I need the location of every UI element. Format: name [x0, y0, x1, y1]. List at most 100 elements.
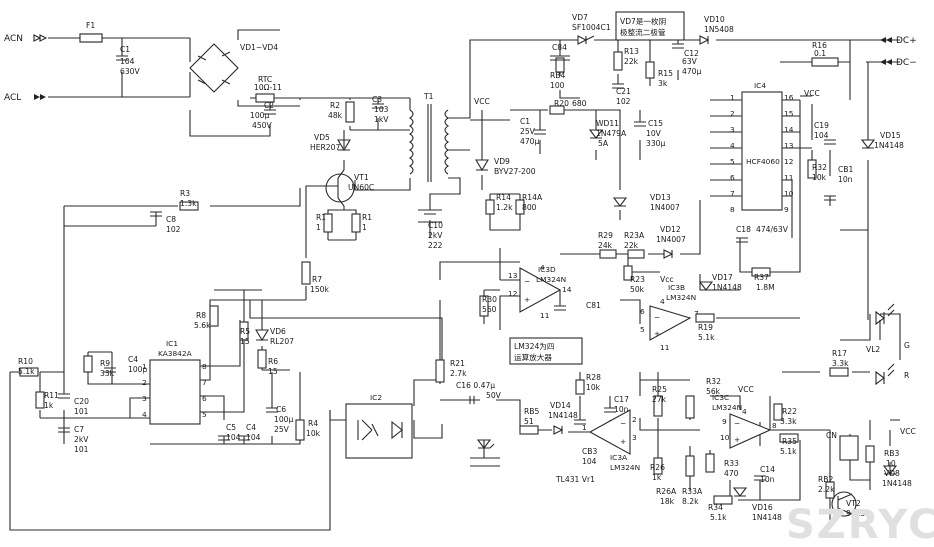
- svg-text:3.3k: 3.3k: [780, 417, 797, 426]
- svg-text:−: −: [620, 419, 626, 428]
- svg-text:24k: 24k: [598, 241, 613, 250]
- svg-text:R28: R28: [586, 373, 601, 382]
- svg-text:50k: 50k: [630, 285, 645, 294]
- svg-text:VD5: VD5: [314, 133, 330, 142]
- svg-text:IC3B: IC3B: [668, 283, 685, 292]
- svg-text:10k: 10k: [812, 173, 827, 182]
- svg-text:10: 10: [784, 189, 794, 198]
- svg-text:R20: R20: [554, 99, 569, 108]
- svg-text:−: −: [524, 277, 530, 286]
- svg-text:33k: 33k: [100, 369, 115, 378]
- svg-text:10k: 10k: [306, 429, 321, 438]
- svg-text:R37: R37: [754, 273, 769, 282]
- svg-text:10V: 10V: [646, 129, 662, 138]
- svg-text:C1: C1: [120, 45, 130, 54]
- svg-text:63V: 63V: [682, 57, 698, 66]
- svg-text:2: 2: [632, 415, 637, 424]
- svg-text:C81: C81: [586, 301, 601, 310]
- svg-text:VD14: VD14: [550, 401, 571, 410]
- svg-text:R7: R7: [312, 275, 322, 284]
- svg-text:0.1: 0.1: [814, 49, 826, 58]
- svg-text:2: 2: [142, 378, 147, 387]
- svg-text:BYV27-200: BYV27-200: [494, 167, 536, 176]
- svg-text:103: 103: [374, 105, 389, 114]
- svg-text:25V: 25V: [520, 127, 536, 136]
- svg-text:1N4007: 1N4007: [656, 235, 686, 244]
- svg-text:C12: C12: [684, 49, 699, 58]
- svg-text:C10: C10: [428, 221, 443, 230]
- svg-text:680: 680: [572, 99, 587, 108]
- svg-text:1N4148: 1N4148: [712, 283, 742, 292]
- svg-text:10Ω-11: 10Ω-11: [254, 83, 282, 92]
- svg-text:1k: 1k: [652, 473, 662, 482]
- svg-text:10k: 10k: [586, 383, 601, 392]
- svg-text:470μ: 470μ: [682, 67, 701, 76]
- svg-text:474/63V: 474/63V: [756, 225, 789, 234]
- svg-text:25V: 25V: [274, 425, 290, 434]
- svg-text:R4: R4: [308, 419, 318, 428]
- svg-text:18k: 18k: [660, 497, 675, 506]
- svg-text:KA3842A: KA3842A: [158, 349, 192, 358]
- svg-text:3.3k: 3.3k: [832, 359, 849, 368]
- ic1-ka3842a: IC1 KA3842A 8 7 6 5 1 2 3 4: [142, 339, 207, 425]
- svg-text:RB2: RB2: [818, 475, 833, 484]
- svg-text:VD15: VD15: [880, 131, 901, 140]
- svg-text:VCC: VCC: [738, 385, 754, 394]
- svg-text:6: 6: [730, 173, 735, 182]
- svg-text:7: 7: [730, 189, 735, 198]
- svg-text:R10: R10: [18, 357, 33, 366]
- svg-text:IC3C: IC3C: [712, 393, 729, 402]
- svg-text:1N4148: 1N4148: [874, 141, 904, 150]
- svg-text:R1: R1: [316, 213, 326, 222]
- svg-text:R8: R8: [196, 311, 206, 320]
- svg-text:HCF4060: HCF4060: [746, 157, 780, 166]
- terminal-acn: ACN: [4, 34, 48, 44]
- svg-text:R22: R22: [782, 407, 797, 416]
- terminal-acn-label: ACN: [4, 34, 23, 44]
- svg-text:C20: C20: [74, 397, 89, 406]
- svg-text:C7: C7: [74, 425, 84, 434]
- svg-text:R23A: R23A: [624, 231, 645, 240]
- svg-text:3: 3: [632, 433, 637, 442]
- note-lm324: LM324为四 运算放大器: [509, 337, 583, 365]
- svg-text:R19: R19: [698, 323, 713, 332]
- watermark-text: SZRYC: [786, 502, 934, 547]
- svg-text:22k: 22k: [624, 241, 639, 250]
- svg-text:C15: C15: [648, 119, 663, 128]
- svg-text:LM324N: LM324N: [666, 293, 696, 302]
- svg-text:VL2: VL2: [866, 345, 880, 354]
- svg-text:10: 10: [886, 459, 896, 468]
- transformer-t1: T1: [409, 92, 449, 182]
- svg-text:470μ: 470μ: [520, 137, 539, 146]
- bridge-rectifier: VD1~VD4: [189, 43, 278, 93]
- svg-text:1: 1: [730, 93, 735, 102]
- svg-text:50V: 50V: [486, 391, 502, 400]
- svg-text:9: 9: [722, 417, 727, 426]
- svg-text:15: 15: [784, 109, 794, 118]
- svg-text:560: 560: [482, 305, 497, 314]
- svg-text:SF1004C1: SF1004C1: [572, 23, 611, 32]
- svg-text:450V: 450V: [252, 121, 272, 130]
- svg-text:104: 104: [120, 57, 135, 66]
- svg-text:5: 5: [730, 157, 735, 166]
- svg-text:101: 101: [74, 445, 89, 454]
- svg-text:LM324N: LM324N: [712, 403, 742, 412]
- svg-text:4: 4: [540, 263, 545, 272]
- svg-text:6: 6: [202, 394, 207, 403]
- svg-text:RB5: RB5: [524, 407, 539, 416]
- svg-text:104: 104: [582, 457, 597, 466]
- svg-text:51: 51: [524, 417, 534, 426]
- svg-text:IC3A: IC3A: [610, 453, 627, 462]
- svg-text:R5: R5: [240, 327, 250, 336]
- svg-text:100μ: 100μ: [250, 111, 269, 120]
- svg-text:+: +: [620, 437, 626, 446]
- svg-text:100p: 100p: [128, 365, 147, 374]
- svg-text:100μ: 100μ: [274, 415, 293, 424]
- svg-text:R16: R16: [812, 41, 827, 50]
- svg-text:C19: C19: [814, 121, 829, 130]
- svg-text:LM324N: LM324N: [610, 463, 640, 472]
- svg-text:8: 8: [730, 205, 735, 214]
- svg-text:800: 800: [522, 203, 537, 212]
- svg-text:UN60C: UN60C: [348, 183, 374, 192]
